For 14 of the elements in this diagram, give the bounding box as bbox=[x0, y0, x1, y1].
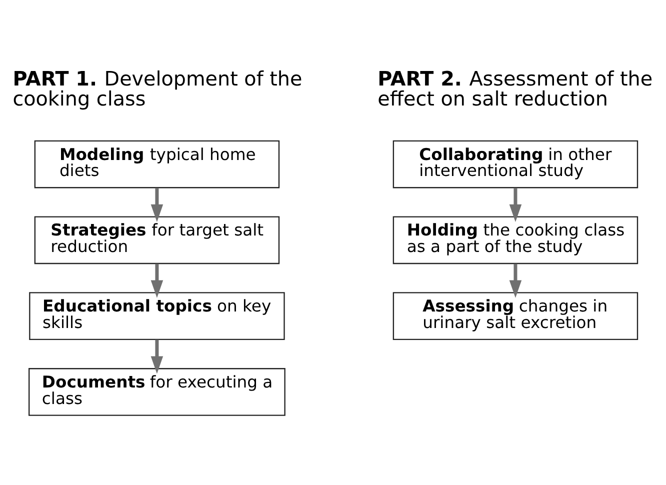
arrow bbox=[150, 264, 164, 298]
arrow bbox=[509, 188, 522, 222]
arrow bbox=[150, 340, 164, 374]
node-box: Documents for executing a class bbox=[28, 368, 286, 416]
arrow bbox=[509, 264, 522, 298]
node-box: Strategies for target salt reduction bbox=[34, 216, 280, 264]
node-box: Holding the cooking class as a part of the study bbox=[392, 216, 638, 264]
label: PART 2. Assessment of the effect on salt reduction bbox=[378, 68, 653, 110]
arrow bbox=[150, 188, 164, 222]
label: PART 1. Development of the cooking class bbox=[12, 68, 302, 110]
node-box: Educational topics on key skills bbox=[29, 292, 285, 340]
node-box: Modeling typical home diets bbox=[34, 140, 280, 188]
node-box: Collaborating in other interventional study bbox=[392, 140, 638, 188]
node-box: Assessing changes in urinary salt excretion bbox=[392, 292, 638, 340]
